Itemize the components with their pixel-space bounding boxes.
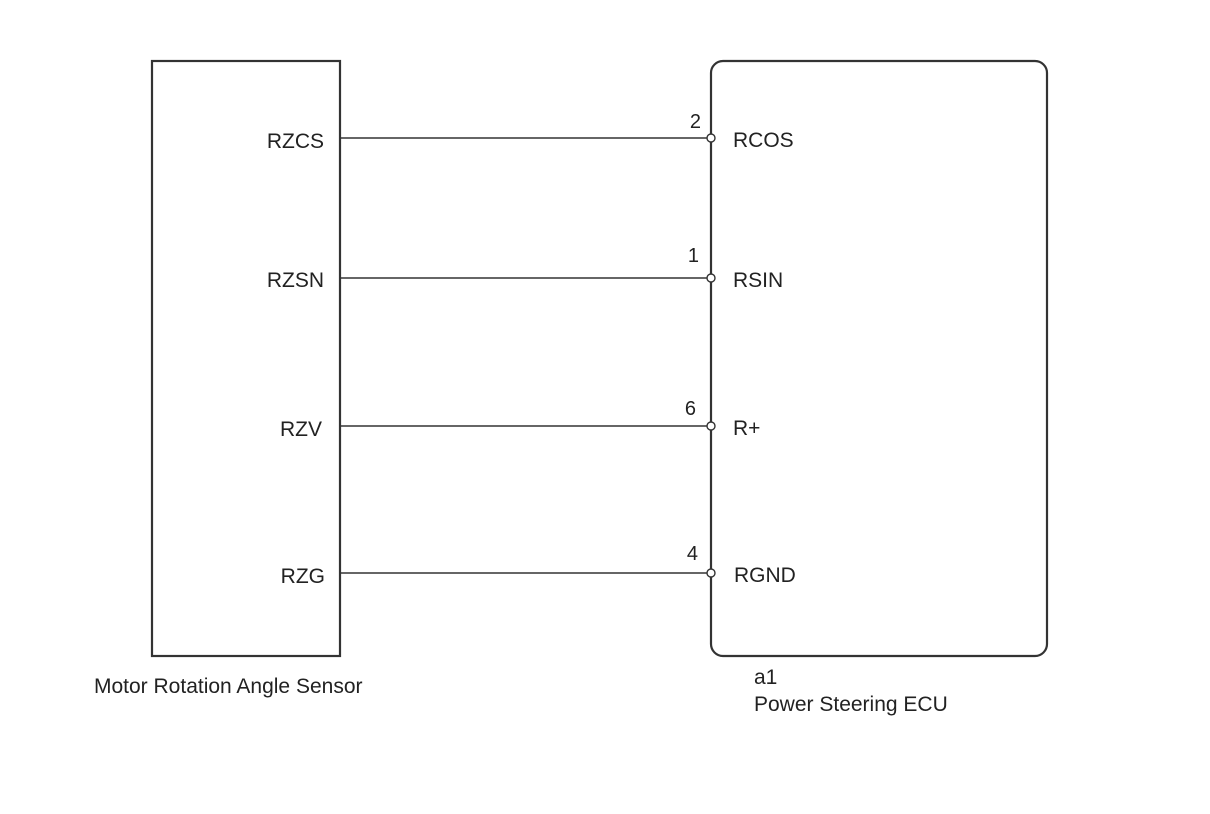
pin-number-2: 2 [690,111,701,133]
sensor-terminal-rzsn: RZSN [267,269,324,292]
sensor-terminal-rzv: RZV [280,418,322,441]
terminal-pin-4 [706,568,716,578]
ecu-terminal-rgnd: RGND [734,564,796,587]
ecu-terminal-rcos: RCOS [733,129,794,152]
ecu-box [709,59,1049,658]
ecu-terminal-rsin: RSIN [733,269,783,292]
sensor-box [150,59,342,658]
terminal-pin-2 [706,133,716,143]
sensor-terminal-rzg: RZG [281,565,325,588]
sensor-terminal-rzcs: RZCS [267,130,324,153]
ecu-terminal-rplus: R+ [733,417,760,440]
ecu-connector-code: a1 [754,666,777,689]
terminal-pin-6 [706,421,716,431]
pin-number-1: 1 [688,245,699,267]
sensor-caption: Motor Rotation Angle Sensor [94,675,363,698]
pin-number-4: 4 [687,543,698,565]
ecu-caption: Power Steering ECU [754,693,948,716]
pin-number-6: 6 [685,398,696,420]
terminal-pin-1 [706,273,716,283]
